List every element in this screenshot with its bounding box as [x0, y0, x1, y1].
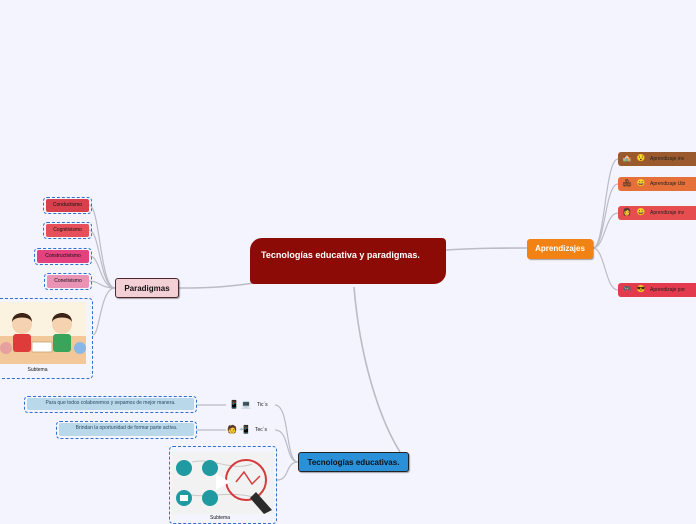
aprendizaje-item-1-label: Aprendizaje inv	[650, 156, 685, 162]
smile-face-icon: 😄	[636, 180, 646, 187]
aprendizaje-item-3-label: Aprendizaje inv	[650, 210, 685, 216]
conetivismo-node[interactable]: Conetivismo	[47, 275, 89, 288]
aprendizaje-item-4[interactable]: 🎮 😎 Aprendizaje por	[618, 283, 696, 297]
tics-note[interactable]: Para que todos colaboremos y sepamos de …	[27, 398, 194, 410]
aprendizaje-item-4-label: Aprendizaje por	[650, 287, 686, 293]
grin-face-icon: 😀	[636, 209, 646, 216]
tics-node[interactable]: 📱 💻 Tic´s	[229, 399, 275, 411]
children-classroom-illustration	[0, 302, 86, 364]
tecs-node[interactable]: 🧑 📲 Tec´s	[227, 424, 275, 436]
tecnologias-subtema-caption: Subtema	[209, 515, 230, 521]
constructivismo-node[interactable]: Constructivismo	[37, 250, 89, 263]
central-topic[interactable]: Tecnologías educativa y paradigmas.	[250, 238, 446, 284]
conetivismo-frame	[44, 273, 92, 290]
tecs-note[interactable]: Brindan la oportunidad de formar parte a…	[59, 423, 194, 436]
tecs-note-frame	[56, 421, 197, 439]
tecs-label: Tec´s	[255, 427, 267, 433]
tecs-note-text: Brindan la oportunidad de formar parte a…	[75, 425, 178, 431]
tics-label: Tic´s	[257, 402, 268, 408]
cognitivismo-node[interactable]: Cognitivismo	[46, 224, 89, 237]
tablet-icon: 📲	[239, 425, 249, 434]
paradigmas-label: Paradigmas	[124, 284, 170, 293]
paradigmas-subtema-frame	[0, 298, 93, 379]
phone-icon: 📱	[229, 400, 239, 409]
tecnologias-node[interactable]: Tecnologías educativas.	[298, 452, 409, 472]
constructivismo-frame	[34, 248, 92, 265]
house-icon: 🏘	[622, 180, 632, 187]
conductismo-frame	[43, 197, 92, 214]
tics-note-text: Para que todos colaboremos y sepamos de …	[45, 400, 176, 406]
aprendizaje-item-2-label: Aprendizaje Ubi	[650, 181, 686, 187]
paradigmas-node[interactable]: Paradigmas	[115, 278, 179, 298]
computer-icon: 💻	[241, 400, 251, 409]
aprendizajes-label: Aprendizajes	[535, 244, 585, 253]
gamepad-icon: 🎮	[622, 286, 632, 293]
aprendizaje-item-1[interactable]: 🏫 😯 Aprendizaje inv	[618, 152, 696, 166]
sunglasses-face-icon: 😎	[636, 286, 646, 293]
tecnologias-label: Tecnologías educativas.	[307, 458, 400, 467]
aprendizaje-item-2[interactable]: 🏘 😄 Aprendizaje Ubi	[618, 177, 696, 191]
aprendizajes-node[interactable]: Aprendizajes	[527, 239, 593, 259]
conetivismo-label: Conetivismo	[54, 278, 82, 284]
person-face-icon: 🧑	[227, 425, 237, 434]
school-icon: 🏫	[622, 155, 632, 162]
cognitivismo-frame	[43, 222, 92, 239]
aprendizaje-item-3[interactable]: 👩 😀 Aprendizaje inv	[618, 206, 696, 220]
cognitivismo-label: Cognitivismo	[53, 227, 82, 233]
thinking-face-icon: 😯	[636, 155, 646, 162]
conductismo-label: Conductismo	[52, 202, 83, 208]
person-icon: 👩	[622, 209, 632, 216]
children-classroom-image[interactable]	[0, 302, 86, 364]
technology-image[interactable]	[172, 452, 274, 514]
paradigmas-subtema-caption: Subtema	[27, 367, 48, 373]
central-topic-label: Tecnologías educativa y paradigmas.	[261, 250, 420, 260]
conductismo-node[interactable]: Conductismo	[46, 199, 89, 212]
tics-note-frame	[24, 396, 197, 413]
constructivismo-label: Constructivismo	[45, 253, 81, 259]
technology-illustration	[172, 452, 274, 514]
